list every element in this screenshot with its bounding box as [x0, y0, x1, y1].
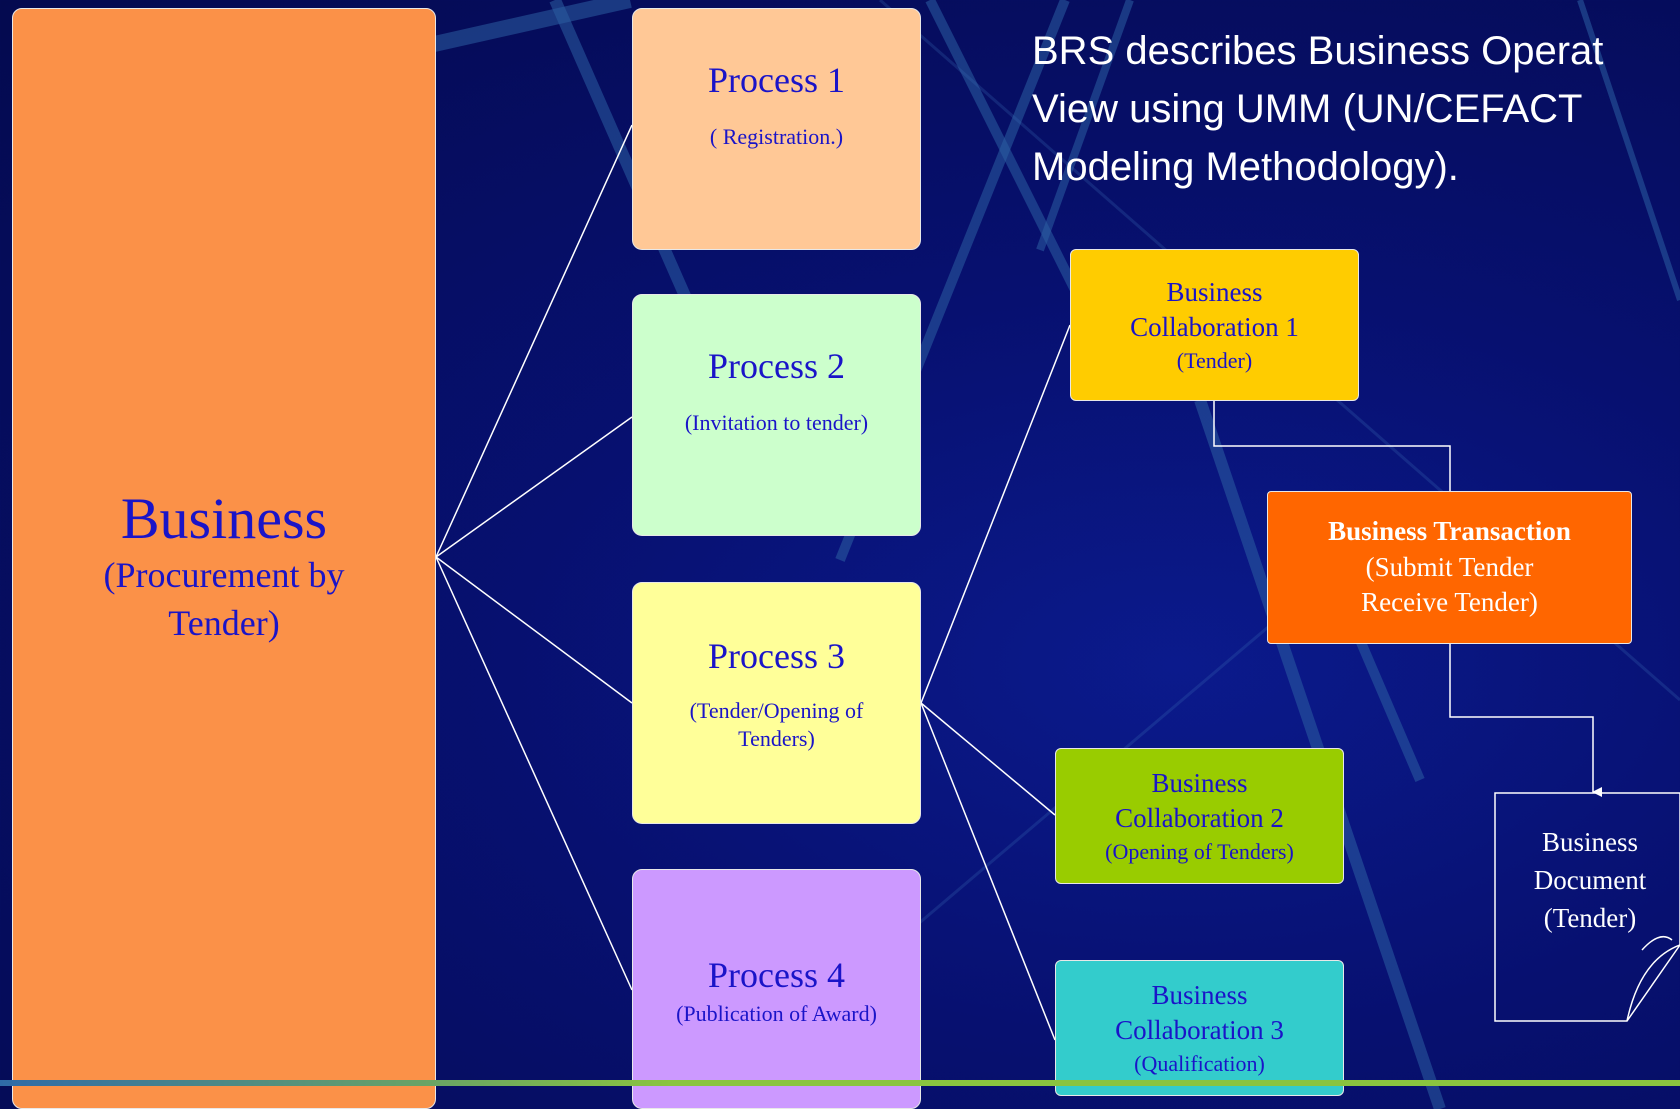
collaboration-2-line1: Business	[1151, 767, 1248, 798]
collaboration-1-line1: Business	[1166, 276, 1263, 307]
business-document-line2: Document	[1533, 865, 1647, 895]
process-1-box: Process 1 ( Registration.)	[632, 8, 921, 250]
connector-process3-collab3	[920, 702, 1056, 1041]
collaboration-3-line2: Collaboration 3	[1115, 1015, 1284, 1046]
business-subtitle-line2: Tender)	[168, 603, 280, 644]
process-2-title: Process 2	[708, 346, 845, 386]
connector-process3-collab2	[920, 702, 1056, 816]
connector-business-process3	[435, 556, 633, 704]
collaboration-1-box: Business Collaboration 1 (Tender)	[1070, 249, 1359, 401]
business-document-line3: (Tender)	[1543, 903, 1637, 933]
business-transaction-title: Business Transaction	[1328, 516, 1571, 547]
collaboration-2-line2: Collaboration 2	[1115, 803, 1284, 834]
connector-business-process4	[435, 556, 633, 991]
connector-business-process1	[435, 124, 633, 558]
process-2-box: Process 2 (Invitation to tender)	[632, 294, 921, 536]
process-4-subtitle: (Publication of Award)	[676, 1000, 877, 1026]
collaboration-2-line3: (Opening of Tenders)	[1105, 839, 1294, 865]
process-1-subtitle: ( Registration.)	[709, 123, 844, 149]
collaboration-3-line1: Business	[1151, 979, 1248, 1010]
business-transaction-line2: (Submit Tender	[1365, 551, 1534, 582]
collaboration-2-box: Business Collaboration 2 (Opening of Ten…	[1055, 748, 1344, 884]
business-title: Business	[120, 486, 328, 551]
process-3-subtitle-line2: Tenders)	[738, 726, 815, 752]
page-heading: BRS describes Business Operat View using…	[1032, 29, 1604, 189]
connector-transaction-document	[1449, 644, 1602, 797]
connector-business-process2	[435, 416, 633, 558]
footer-bar	[0, 1080, 1680, 1086]
connector-collab1-transaction	[1213, 401, 1451, 491]
connector-process3-collab1	[920, 324, 1071, 704]
business-transaction-box: Business Transaction (Submit Tender Rece…	[1267, 491, 1632, 644]
collaboration-1-line3: (Tender)	[1176, 348, 1253, 374]
collaboration-3-line3: (Qualification)	[1134, 1051, 1265, 1077]
process-1-title: Process 1	[708, 60, 845, 100]
process-3-box: Process 3 (Tender/Opening of Tenders)	[632, 582, 921, 824]
collaboration-3-box: Business Collaboration 3 (Qualification)	[1055, 960, 1344, 1096]
business-document: Business Document (Tender)	[1495, 793, 1680, 1021]
business-subtitle-line1: (Procurement by	[103, 554, 345, 595]
business-transaction-line3: Receive Tender)	[1361, 587, 1538, 618]
process-4-title: Process 4	[708, 955, 845, 995]
process-3-subtitle-line1: (Tender/Opening of	[689, 697, 864, 723]
collaboration-1-line2: Collaboration 1	[1130, 312, 1299, 343]
process-3-title: Process 3	[708, 636, 845, 676]
business-document-line1: Business	[1541, 827, 1639, 857]
process-2-subtitle: (Invitation to tender)	[684, 409, 869, 435]
